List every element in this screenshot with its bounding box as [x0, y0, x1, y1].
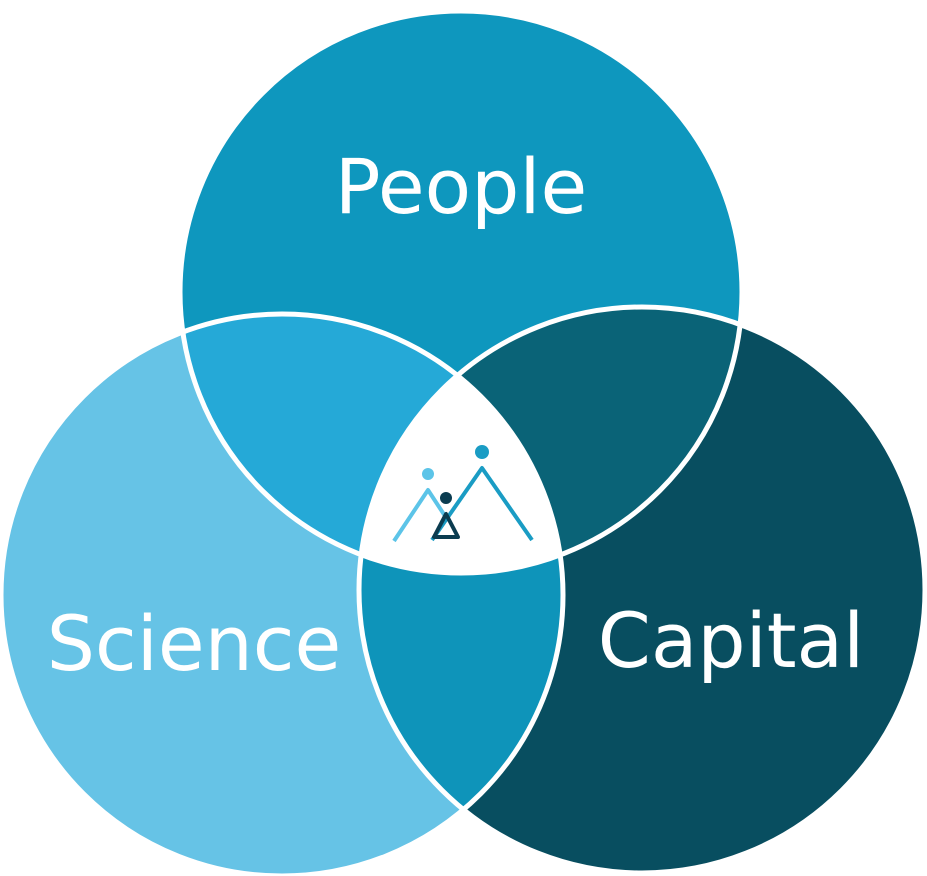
people-label: People	[335, 142, 588, 231]
logo-head-left	[422, 468, 434, 480]
circle-outlines	[0, 8, 927, 876]
stick-figures-mountain-logo	[392, 445, 534, 543]
science-label: Science	[47, 599, 342, 688]
logo-head-right	[475, 445, 489, 459]
logo-peak-left	[392, 488, 447, 543]
overlap-center	[359, 314, 563, 573]
logo-head-center	[440, 492, 452, 504]
capital-label: Capital	[598, 596, 864, 685]
logo-triangle	[432, 512, 460, 539]
